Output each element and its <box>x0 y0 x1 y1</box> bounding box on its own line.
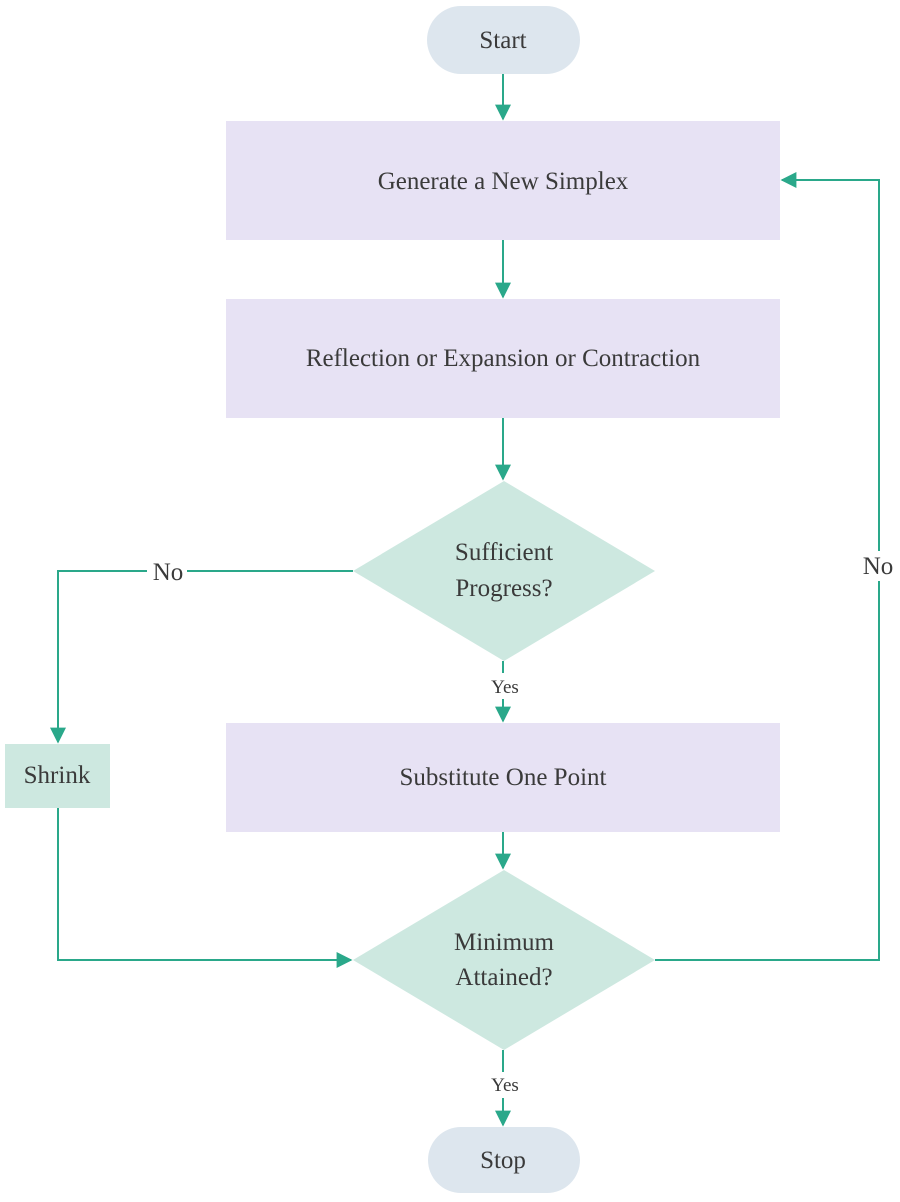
sufficient-yes-label: Yes <box>491 677 519 698</box>
edge-label-bg <box>857 551 900 581</box>
minimum-no-label: No <box>863 553 894 580</box>
substitute-point-box <box>226 723 780 832</box>
minimum-attained-diamond <box>353 870 655 1050</box>
start-label: Start <box>479 27 526 54</box>
stop-terminal <box>428 1127 580 1193</box>
connector-sufficient-no-to-shrink <box>50 570 353 744</box>
minimum-attained-label-line1: Minimum <box>454 929 555 956</box>
connector-minimum-no-to-generate <box>655 172 880 961</box>
edge-label-bg <box>484 673 524 699</box>
sufficient-progress-diamond <box>353 481 655 661</box>
reflection-box <box>226 299 780 418</box>
edge-label-bg <box>147 558 187 584</box>
substitute-point-label: Substitute One Point <box>400 764 607 791</box>
connector-shrink-to-minimum <box>57 808 353 968</box>
shrink-box <box>5 744 110 808</box>
minimum-attained-label-line2: Attained? <box>455 964 552 991</box>
generate-simplex-box <box>226 121 780 240</box>
reflection-label: Reflection or Expansion or Contraction <box>306 345 701 372</box>
edge-label-bg <box>483 1072 525 1098</box>
sufficient-no-label: No <box>153 559 184 586</box>
start-terminal <box>427 6 580 74</box>
minimum-yes-label: Yes <box>491 1075 519 1096</box>
shrink-label: Shrink <box>24 762 91 789</box>
sufficient-progress-label-line1: Sufficient <box>455 539 553 566</box>
stop-label: Stop <box>480 1147 526 1174</box>
sufficient-progress-label-line2: Progress? <box>455 575 552 602</box>
generate-simplex-label: Generate a New Simplex <box>378 168 629 195</box>
